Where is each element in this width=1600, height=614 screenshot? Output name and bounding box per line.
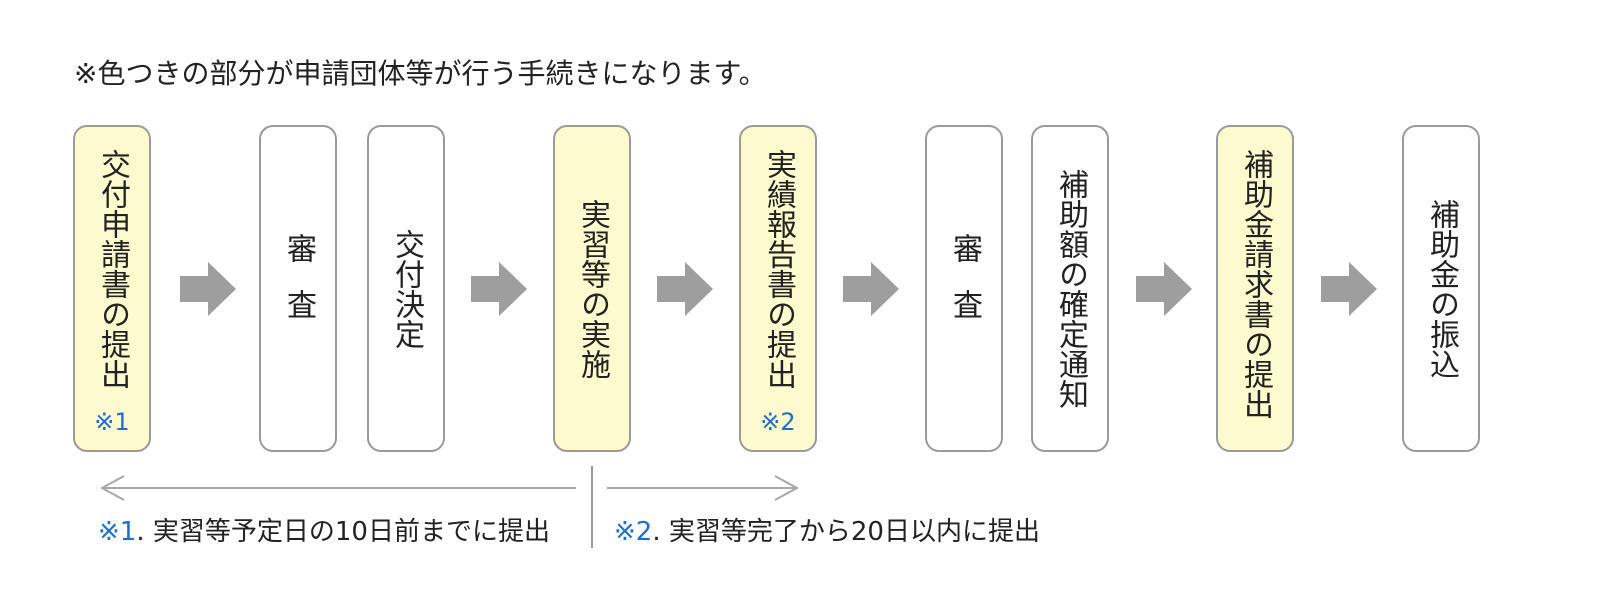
step-review: 審査: [259, 125, 337, 452]
step-label: 審査: [947, 232, 982, 345]
step-label: 補助額の確定通知: [1053, 168, 1088, 409]
step-review-2: 審査: [925, 125, 1003, 452]
footnote-text: . 実習等完了から20日以内に提出: [652, 517, 1040, 547]
step-label: 審査: [281, 232, 316, 345]
page-note: ※色つきの部分が申請団体等が行う手続きになります。: [74, 57, 767, 90]
step-note-2: ※2: [760, 408, 796, 436]
left-arrowhead-icon: [99, 475, 125, 501]
step-label: 実績報告書の提出: [761, 149, 796, 389]
footnote-mark: ※2: [614, 517, 653, 547]
step-label: 交付申請書の提出: [95, 149, 130, 389]
step-note-1: ※1: [94, 408, 130, 436]
step-label: 補助金請求書の提出: [1238, 149, 1273, 419]
step-grant-decision: 交付決定: [367, 125, 445, 452]
footnote-mark: ※1: [98, 517, 137, 547]
footnote-text: . 実習等予定日の10日前までに提出: [136, 517, 550, 547]
right-arrow-icon: [657, 262, 713, 316]
right-arrowhead-icon: [774, 475, 800, 501]
step-subsidy-claim-submission: 補助金請求書の提出: [1216, 125, 1294, 452]
right-arrow-icon: [1321, 262, 1377, 316]
step-training-implementation: 実習等の実施: [553, 125, 631, 452]
right-arrow-icon: [471, 262, 527, 316]
right-arrow-icon: [180, 262, 236, 316]
step-amount-confirmation-notice: 補助額の確定通知: [1031, 125, 1109, 452]
right-arrow-icon: [1136, 262, 1192, 316]
step-label: 交付決定: [389, 228, 424, 349]
step-application-submission: 交付申請書の提出 ※1: [73, 125, 151, 452]
step-label: 補助金の振込: [1424, 198, 1459, 379]
footnote-2: ※2. 実習等完了から20日以内に提出: [614, 515, 1040, 549]
step-subsidy-transfer: 補助金の振込: [1402, 125, 1480, 452]
footnote-1: ※1. 実習等予定日の10日前までに提出: [98, 515, 550, 549]
step-label: 実習等の実施: [575, 198, 610, 379]
step-results-report-submission: 実績報告書の提出 ※2: [739, 125, 817, 452]
right-arrow-icon: [843, 262, 899, 316]
